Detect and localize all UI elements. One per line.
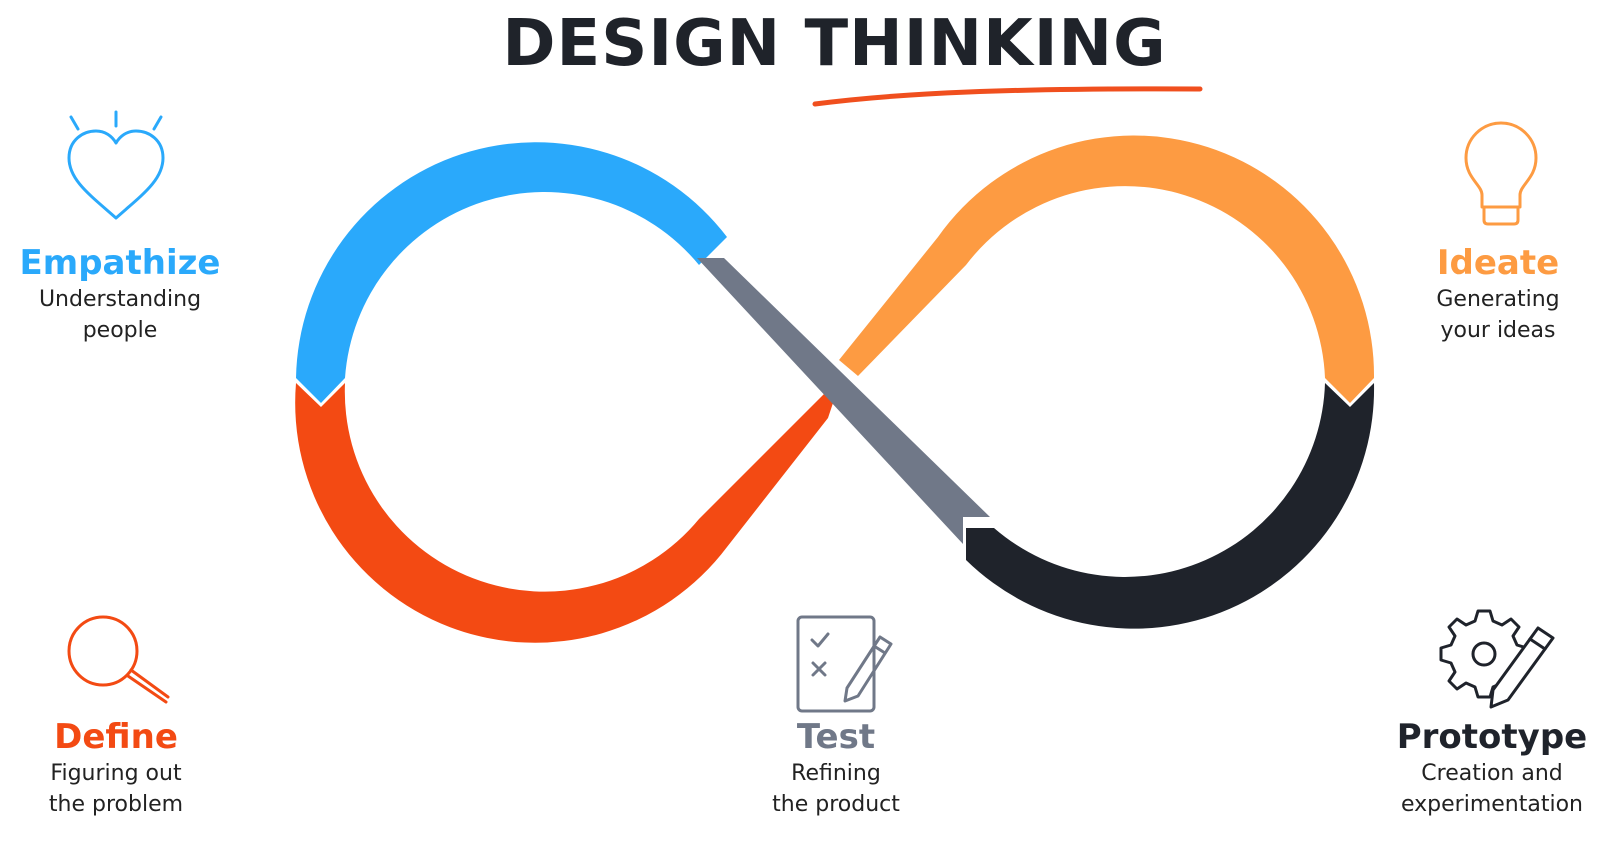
stage-title-define: Define: [54, 717, 178, 757]
stage-define: Define Figuring out the problem: [0, 716, 246, 820]
stage-title-test: Test: [796, 717, 876, 757]
test-diagonal-segment: [697, 258, 990, 544]
ideate-loop-segment: [839, 135, 1375, 404]
define-loop-segment: [295, 376, 842, 643]
stage-description-test: Refining the product: [772, 761, 900, 817]
prototype-loop-segment: [966, 383, 1375, 629]
stage-description-ideate: Generating your ideas: [1436, 287, 1560, 343]
stage-empathize: Empathize Understanding people: [0, 242, 250, 346]
stage-title-ideate: Ideate: [1436, 243, 1560, 283]
stage-description-define: Figuring out the problem: [48, 761, 184, 817]
checklist-pencil-icon: [796, 615, 893, 713]
stage-description-empathize: Understanding people: [38, 287, 202, 343]
empathize-loop-segment: [296, 142, 727, 403]
lightbulb-icon: [1464, 121, 1538, 226]
stage-prototype: Prototype Creation and experimentation: [1362, 716, 1609, 820]
stage-description-prototype: Creation and experimentation: [1401, 761, 1583, 817]
page-title: DESIGN THINKING: [502, 7, 1167, 81]
stage-title-prototype: Prototype: [1396, 717, 1588, 757]
stage-ideate: Ideate Generating your ideas: [1368, 242, 1609, 346]
title-underline: [812, 86, 1203, 107]
heart-icon: [67, 110, 165, 220]
magnifier-icon: [67, 615, 170, 704]
stage-title-empathize: Empathize: [19, 243, 221, 283]
stage-test: Test Refining the product: [706, 716, 966, 820]
gear-pencil-icon: [1439, 609, 1555, 709]
